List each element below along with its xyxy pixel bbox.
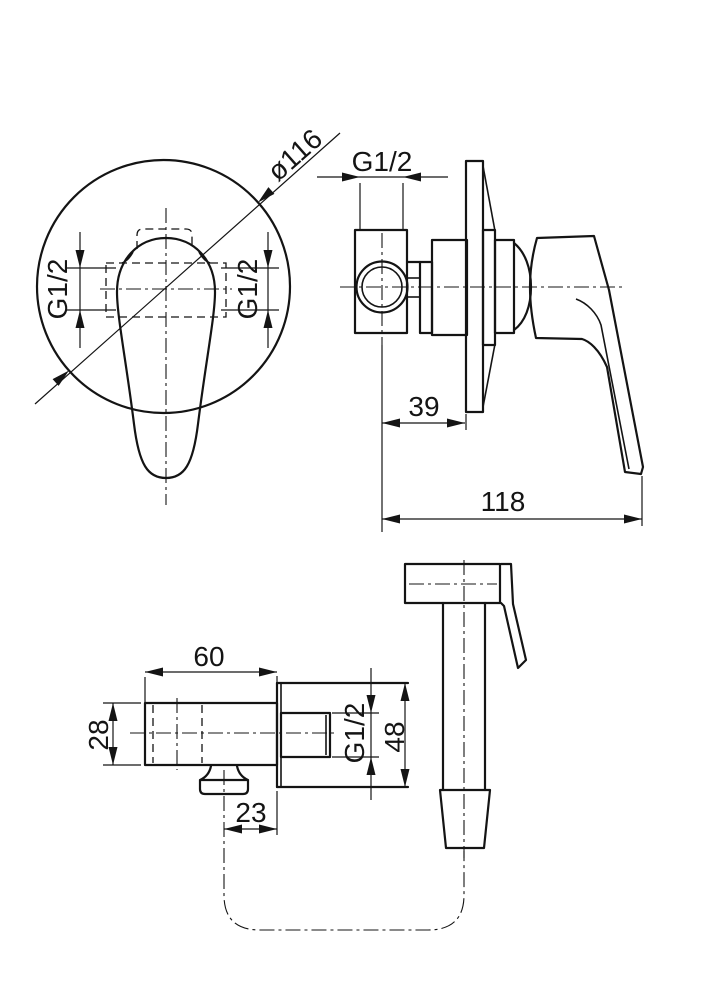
dim-flange: 48 [379,683,410,787]
dim-front-left-port: G1/2 [42,232,116,348]
dim-label-plate-offset: 39 [408,391,439,422]
hose-centerline [223,770,465,931]
dim-side-inlet: G1/2 [317,146,448,230]
threaded-port [279,711,332,759]
handle-side-outline [528,234,645,476]
arrowhead [258,187,275,203]
diameter-line [34,132,341,405]
dim-label-right-port: G1/2 [232,259,263,320]
bonnet [493,238,516,335]
hose-path [223,770,465,931]
dim-body-length: 60 [144,641,278,702]
dim-outlet-port: G1/2 [332,668,379,800]
connector-step [418,260,434,335]
dim-label-flange: 48 [379,721,410,752]
handle-accent-line [575,298,630,470]
dim-label-body-length: 60 [193,641,224,672]
dim-label-body-height: 28 [83,719,114,750]
dim-total-depth: 118 [382,476,643,526]
outlet-body [143,701,279,767]
spout-nozzle [198,764,250,796]
arrowhead [52,370,69,386]
dim-label-left-port: G1/2 [42,259,73,320]
spray-trigger [499,562,528,670]
side-view: G1/2 39 118 [317,146,645,532]
handle-shoulder-arc-right [198,251,211,264]
dim-body-height: 28 [83,702,141,766]
dim-label-side-inlet: G1/2 [352,146,413,177]
escutcheon-cone-top [482,165,496,232]
escutcheon-plate-outline [35,158,292,415]
dim-spout-offset: 23 [224,791,278,835]
handspray-view [403,560,528,858]
escutcheon-cone-bottom [482,343,496,408]
dim-label-outlet-port: G1/2 [339,703,370,764]
spray-head [403,562,502,605]
cartridge-hidden-outline [136,228,193,249]
dim-label-spout-offset: 23 [235,797,266,828]
front-view: ø116 G1/2 G1/2 [34,123,341,505]
outlet-view: 60 28 G1/2 48 [83,641,410,835]
hose-cone [438,788,492,850]
dim-label-total-depth: 118 [481,486,526,517]
dim-plate-offset: 39 [381,345,467,532]
dim-front-right-port: G1/2 [221,232,279,348]
